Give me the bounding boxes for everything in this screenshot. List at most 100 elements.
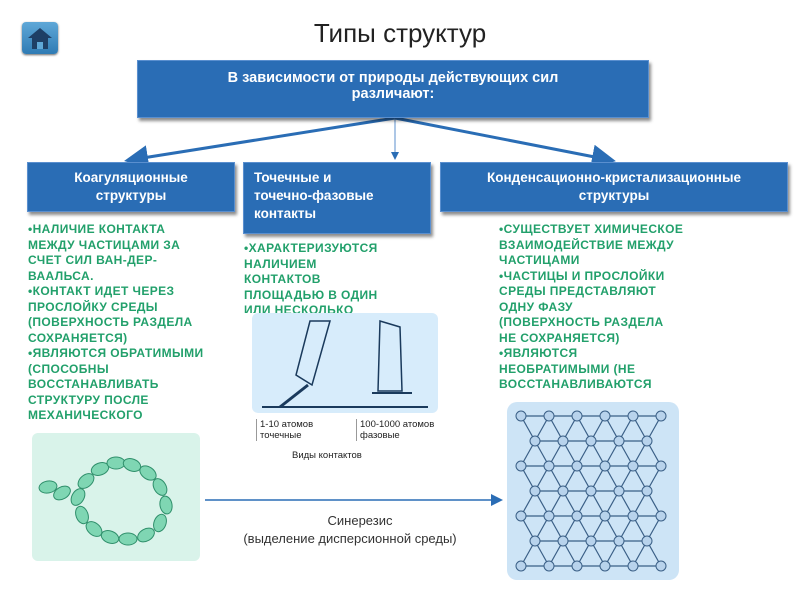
caption-line: точечные bbox=[260, 430, 302, 441]
contact-figure-caption: Виды контактов bbox=[292, 450, 362, 461]
type-label: Конденсационно-кристализационные bbox=[487, 170, 741, 185]
lattice-atom bbox=[571, 510, 583, 522]
lattice-atom bbox=[543, 460, 555, 472]
list-line: МЕЖДУ ЧАСТИЦАМИ ЗА bbox=[28, 237, 181, 252]
home-icon bbox=[28, 28, 52, 49]
list-line: ПРОСЛОЙКУ СРЕДЫ bbox=[28, 299, 158, 314]
list-line: ОДНУ ФАЗУ bbox=[499, 299, 573, 314]
lattice-atom bbox=[529, 535, 541, 547]
lattice-atom bbox=[613, 485, 625, 497]
lattice-atom bbox=[515, 510, 527, 522]
list-line: •НАЛИЧИЕ КОНТАКТА bbox=[28, 222, 166, 236]
type-box-condensation: Конденсационно-кристализационные структу… bbox=[440, 162, 788, 212]
list-line: •ЧАСТИЦЫ И ПРОСЛОЙКИ bbox=[499, 268, 665, 283]
synaeresis-label: Синерезис bbox=[327, 513, 393, 528]
lattice-atom bbox=[599, 510, 611, 522]
list-line: НЕОБРАТИМЫМИ (НЕ bbox=[499, 361, 636, 376]
home-button[interactable] bbox=[22, 22, 58, 54]
lattice-atom bbox=[571, 460, 583, 472]
type-label: Точечные и bbox=[254, 170, 332, 185]
list-line: СОХРАНЯЕТСЯ) bbox=[28, 330, 128, 345]
list-line: МЕХАНИЧЕСКОГО bbox=[28, 408, 143, 422]
lattice-atom bbox=[641, 485, 653, 497]
lattice-atom bbox=[655, 560, 667, 572]
list-line: •КОНТАКТ ИДЕТ ЧЕРЕЗ bbox=[28, 284, 175, 298]
list-line: ЧАСТИЦАМИ bbox=[499, 253, 580, 267]
list-line: ВОССТАНАВЛИВАЮТСЯ bbox=[499, 377, 652, 391]
lattice-atom bbox=[655, 460, 667, 472]
lattice-atom bbox=[613, 535, 625, 547]
lattice-atom bbox=[543, 510, 555, 522]
list-line: ВОССТАНАВЛИВАТЬ bbox=[28, 377, 159, 391]
caption-line: фазовые bbox=[360, 430, 400, 441]
arrow-right bbox=[394, 116, 616, 169]
lattice-atom bbox=[529, 435, 541, 447]
lattice-atom bbox=[599, 410, 611, 422]
type-box-coagulation: Коагуляционные структуры bbox=[27, 162, 235, 212]
lattice-atom bbox=[655, 410, 667, 422]
lattice-atom bbox=[627, 460, 639, 472]
list-line: СЧЕТ СИЛ ВАН-ДЕР- bbox=[28, 253, 158, 267]
crystal-lattice-image bbox=[507, 402, 679, 580]
lattice-atom bbox=[557, 485, 569, 497]
list-line: (ПОВЕРХНОСТЬ РАЗДЕЛА bbox=[28, 315, 193, 329]
list-line: КОНТАКТОВ bbox=[244, 272, 321, 286]
type-label: Коагуляционные bbox=[74, 170, 188, 185]
caption-line: 100-1000 атомов bbox=[360, 419, 435, 430]
lattice-atom bbox=[515, 410, 527, 422]
lattice-atom bbox=[627, 510, 639, 522]
lattice-atom bbox=[641, 435, 653, 447]
caption-line: 1-10 атомов bbox=[260, 419, 314, 430]
lattice-atom bbox=[543, 410, 555, 422]
lattice-atom bbox=[627, 560, 639, 572]
lattice-atom bbox=[613, 435, 625, 447]
lattice-atom bbox=[599, 460, 611, 472]
lattice-atom bbox=[529, 485, 541, 497]
lattice-atom bbox=[557, 535, 569, 547]
list-line: ИЛИ НЕСКОЛЬКО bbox=[244, 303, 354, 313]
lattice-atom bbox=[599, 560, 611, 572]
lattice-drawing bbox=[515, 410, 667, 572]
list-line: СТРУКТУРУ ПОСЛЕ bbox=[28, 392, 149, 407]
type-label: контакты bbox=[254, 206, 316, 221]
header-line-2: различают: bbox=[351, 86, 435, 102]
list-line: •ЯВЛЯЮТСЯ bbox=[499, 346, 578, 360]
phase-contact-caption: 100-1000 атомов фазовые bbox=[356, 419, 450, 441]
lattice-atom bbox=[515, 460, 527, 472]
slide-title: Типы структур bbox=[313, 18, 487, 48]
type-box-point-contacts: Точечные и точечно-фазовые контакты bbox=[243, 162, 431, 234]
list-line: ВЗАИМОДЕЙСТВИЕ МЕЖДУ bbox=[499, 237, 674, 252]
synaeresis-note: (выделение дисперсионной среды) bbox=[243, 531, 457, 546]
list-line: •СУЩЕСТВУЕТ ХИМИЧЕСКОЕ bbox=[499, 222, 684, 236]
list-line: •ХАРАКТЕРИЗУЮТСЯ bbox=[244, 241, 378, 255]
lattice-atom bbox=[627, 410, 639, 422]
lattice-atom bbox=[585, 485, 597, 497]
list-line: ВААЛЬСА. bbox=[28, 268, 94, 283]
list-line: ПЛОЩАДЬЮ В ОДИН bbox=[244, 287, 378, 302]
lattice-atom bbox=[515, 560, 527, 572]
contact-types-figure bbox=[252, 313, 438, 413]
point-contact-caption: 1-10 атомов точечные bbox=[256, 419, 344, 441]
lattice-atom bbox=[585, 435, 597, 447]
header-line-1: В зависимости от природы действующих сил bbox=[227, 70, 559, 86]
coagulation-chain-image bbox=[32, 433, 200, 561]
list-line: НЕ СОХРАНЯЕТСЯ) bbox=[499, 330, 620, 345]
list-line: СРЕДЫ ПРЕДСТАВЛЯЮТ bbox=[499, 284, 657, 298]
type-label: структуры bbox=[95, 188, 167, 203]
lattice-atom bbox=[571, 560, 583, 572]
lattice-atom bbox=[571, 410, 583, 422]
lattice-atom bbox=[655, 510, 667, 522]
list-line: •ЯВЛЯЮТСЯ ОБРАТИМЫМИ bbox=[28, 346, 204, 360]
type-label: точечно-фазовые bbox=[254, 188, 374, 203]
arrow-left bbox=[124, 116, 396, 170]
type-label: структуры bbox=[578, 188, 650, 203]
list-line: НАЛИЧИЕМ bbox=[244, 256, 317, 271]
lattice-atom bbox=[585, 535, 597, 547]
lattice-atom bbox=[641, 535, 653, 547]
list-line: (СПОСОБНЫ bbox=[28, 361, 109, 376]
lattice-atom bbox=[557, 435, 569, 447]
